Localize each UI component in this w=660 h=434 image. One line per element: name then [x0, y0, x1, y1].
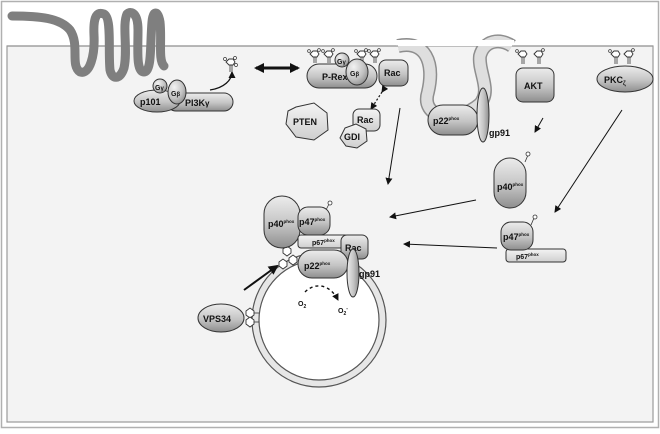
akt-protein: AKT	[515, 48, 555, 103]
prex-label: P-Rex	[322, 72, 348, 82]
rac-label-assembled: Rac	[345, 243, 362, 253]
rac-gdi-complex: Rac GDI	[339, 108, 381, 149]
pi3k-complex: PI3Kγ p101 Gγ Gβ	[133, 78, 234, 113]
gp91-label-membrane: gp91	[489, 128, 510, 138]
membrane-nox2: p22phox gp91	[427, 87, 510, 143]
pi3k-to-pip3-arrow	[209, 71, 236, 91]
superoxide-label: O2-	[338, 306, 348, 317]
p67-label-assembled: p67phox	[312, 238, 335, 247]
g-beta-label: Gβ	[171, 91, 180, 98]
rac-label-cytosol: Rac	[357, 115, 374, 125]
vps34-arrow	[243, 264, 279, 291]
prex-complex: P-Rex Gγ Gβ Rac	[306, 48, 409, 89]
gpcr-receptor-icon	[7, 8, 169, 82]
p47-recruit-arrow	[403, 240, 498, 249]
o2-label: O2	[298, 301, 306, 310]
pten-label: PTEN	[293, 117, 317, 127]
p40-label-cytosol: p40phox	[497, 182, 524, 192]
rac-label-membrane: Rac	[384, 68, 401, 78]
p47-label-assembled: p47phox	[299, 217, 326, 227]
p40-label-assembled: p40phox	[268, 219, 295, 229]
p40-recruit-arrow	[389, 199, 477, 220]
pkc-protein: PKCζ	[596, 48, 654, 93]
p101-label: p101	[140, 97, 161, 107]
g-gamma-label: Gγ	[155, 85, 164, 92]
superoxide-arrow	[304, 285, 339, 301]
gp91-label-assembled: gp91	[359, 269, 380, 279]
pip3-lipid-icon	[223, 56, 238, 72]
akt-arrow	[534, 117, 544, 133]
prex-g-beta-label: Gβ	[350, 71, 359, 78]
p47-p67-cytosolic: p67phox p47phox	[500, 214, 567, 263]
p67-label-cytosol: p67phox	[516, 252, 539, 261]
pkc-label: PKCζ	[604, 75, 626, 87]
rac-arrow	[385, 107, 401, 185]
p40-cytosolic: p40phox	[493, 151, 531, 209]
pten-protein: PTEN	[285, 102, 329, 141]
prex-g-gamma-label: Gγ	[337, 59, 346, 66]
akt-label: AKT	[524, 81, 543, 91]
rac-gdi-exchange-arrow	[370, 85, 389, 110]
p22-label-assembled: p22phox	[304, 261, 331, 271]
gdi-label: GDI	[344, 132, 360, 142]
assembled-nadph-oxidase: p40phox p47phox p67phox Rac p22phox gp91	[263, 195, 380, 298]
p47-label-cytosol: p47phox	[503, 232, 530, 242]
vps34-protein: VPS34	[197, 303, 259, 333]
pi3k-label: PI3Kγ	[185, 98, 210, 108]
pkc-arrow	[554, 109, 623, 213]
vps34-label: VPS34	[203, 314, 231, 324]
p22-label-membrane: p22phox	[433, 116, 460, 126]
